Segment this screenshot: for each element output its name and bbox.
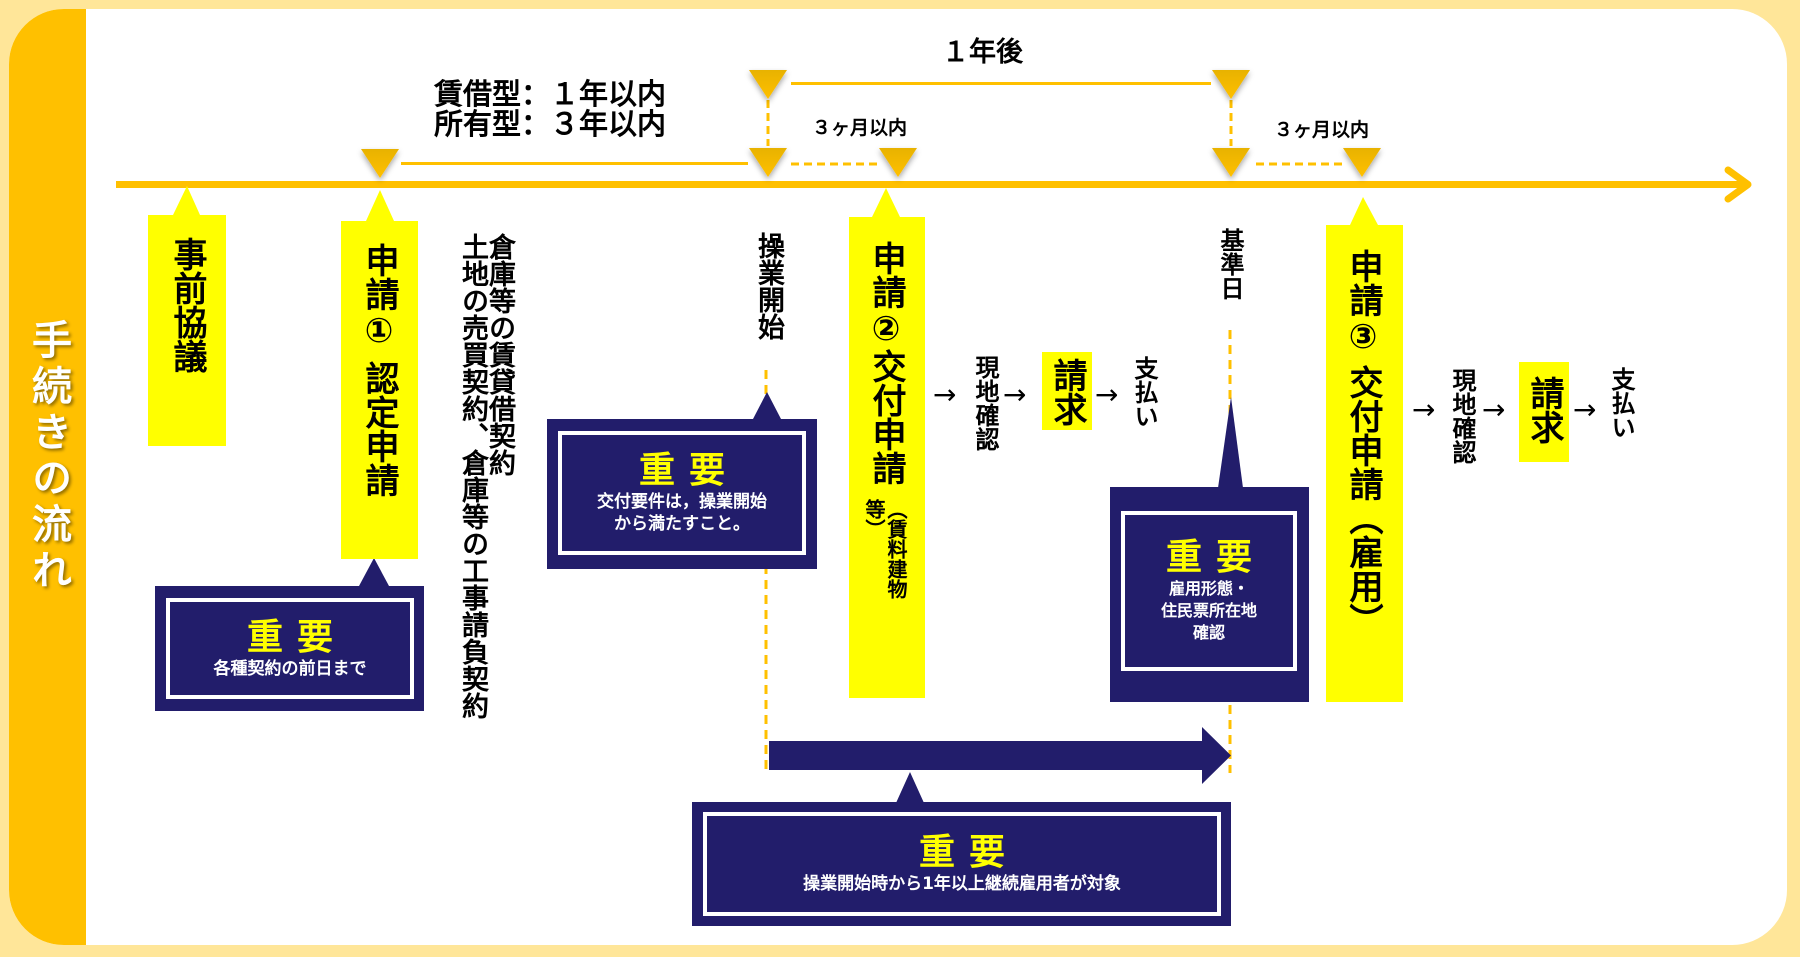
flow2-arrow-3: → xyxy=(1095,378,1119,411)
marker-triangle-approval xyxy=(361,149,399,178)
pre-consultation-label: 事前協議 xyxy=(167,237,207,373)
contracts-purchase-construction: 土地の売買契約、倉庫等の工事請負契約 xyxy=(457,233,488,719)
timeline-arrowhead xyxy=(1724,166,1752,203)
employment-period-arrow xyxy=(769,727,1231,784)
application-1-body: 認定申請 xyxy=(359,361,399,497)
callout-title: 重要 xyxy=(246,616,347,658)
callout-pointer-2 xyxy=(753,392,781,419)
pointer-app2 xyxy=(872,188,900,217)
flow3-arrow-3: → xyxy=(1573,393,1597,426)
callout-title: 重要 xyxy=(1165,537,1266,578)
callout-important-contracts: 重要 各種契約の前日まで xyxy=(155,586,424,711)
callout-pointer-4 xyxy=(896,772,924,803)
callout-title: 重要 xyxy=(918,832,1019,873)
application-3-head: 申請③ xyxy=(1343,249,1383,357)
step-application-3: 申請③ 交付申請（雇用） xyxy=(1326,225,1403,702)
step-application-2: 申請②交付申請 （賃料建物等） xyxy=(849,217,925,698)
pointer-app1 xyxy=(366,190,394,221)
marker-triangle-app3 xyxy=(1343,148,1381,177)
approval-limit-rental: 賃借型：１年以内 xyxy=(434,77,667,111)
callout-text: 雇用形態・ 住民票所在地 確認 xyxy=(1160,579,1257,642)
callout-text: 各種契約の前日まで xyxy=(213,658,367,679)
application-2-note: （賃料建物等） xyxy=(862,499,908,599)
sidebar: 手続きの流れ xyxy=(9,9,86,945)
reference-date-label: 基準日 xyxy=(1216,228,1244,300)
three-months-label-2: ３ヶ月以内 xyxy=(1274,119,1370,141)
flow3-payment: 支払い xyxy=(1607,367,1635,439)
marker-triangle-app2 xyxy=(879,148,917,177)
marker-triangle-ref xyxy=(1212,148,1250,177)
step-pre-consultation: 事前協議 xyxy=(148,215,226,446)
callout-important-continuous-employment: 重要 操業開始時から1年以上継続雇用者が対象 xyxy=(692,802,1231,926)
application-1-head: 申請① xyxy=(359,243,399,351)
application-2-head: 申請②交付申請 xyxy=(866,241,906,485)
flow2-arrow-2: → xyxy=(1003,378,1027,411)
callout-important-requirements: 重要 交付要件は，操業開始 から満たすこと。 xyxy=(547,419,817,569)
approval-period-line xyxy=(401,162,748,165)
one-year-after-label: １年後 xyxy=(942,37,1023,68)
flow2-site-check: 現地確認 xyxy=(971,355,999,451)
three-months-label-1: ３ヶ月以内 xyxy=(812,117,908,139)
flow3-claim-box: 請求 xyxy=(1519,362,1569,462)
flow2-payment: 支払い xyxy=(1130,356,1158,428)
flow2-claim: 請求 xyxy=(1047,358,1087,426)
flow3-claim: 請求 xyxy=(1524,376,1564,444)
contracts-lease: 倉庫等の賃貸借契約 xyxy=(484,233,515,476)
callout-title: 重要 xyxy=(638,450,739,491)
flow3-arrow-2: → xyxy=(1482,393,1506,426)
application-3-body: 交付申請（雇用） xyxy=(1343,365,1383,637)
marker-triangle-op-start xyxy=(749,148,787,177)
flow3-arrow-1: → xyxy=(1412,393,1436,426)
callout-text: 交付要件は，操業開始 から満たすこと。 xyxy=(597,492,767,534)
operation-start-label: 操業開始 xyxy=(753,232,784,340)
pointer-app3 xyxy=(1350,197,1378,225)
marker-triangle-ref-top xyxy=(1212,70,1250,99)
main-timeline xyxy=(116,181,1746,188)
approval-limit-owned: 所有型：３年以内 xyxy=(434,107,667,141)
flow3-site-check: 現地確認 xyxy=(1448,368,1476,464)
marker-triangle-op-start-top xyxy=(749,70,787,99)
one-year-line xyxy=(791,82,1211,85)
callout-pointer-3 xyxy=(1218,397,1243,488)
callout-important-employment: 重要 雇用形態・ 住民票所在地 確認 xyxy=(1110,487,1309,702)
page-title: 手続きの流れ xyxy=(25,319,71,595)
callout-text: 操業開始時から1年以上継続雇用者が対象 xyxy=(803,874,1121,894)
flow2-arrow-1: → xyxy=(933,378,957,411)
flow2-claim-box: 請求 xyxy=(1042,352,1092,430)
step-application-1: 申請① 認定申請 xyxy=(341,221,418,559)
callout-pointer-1 xyxy=(359,558,389,586)
pointer-pre-consult xyxy=(173,186,200,215)
